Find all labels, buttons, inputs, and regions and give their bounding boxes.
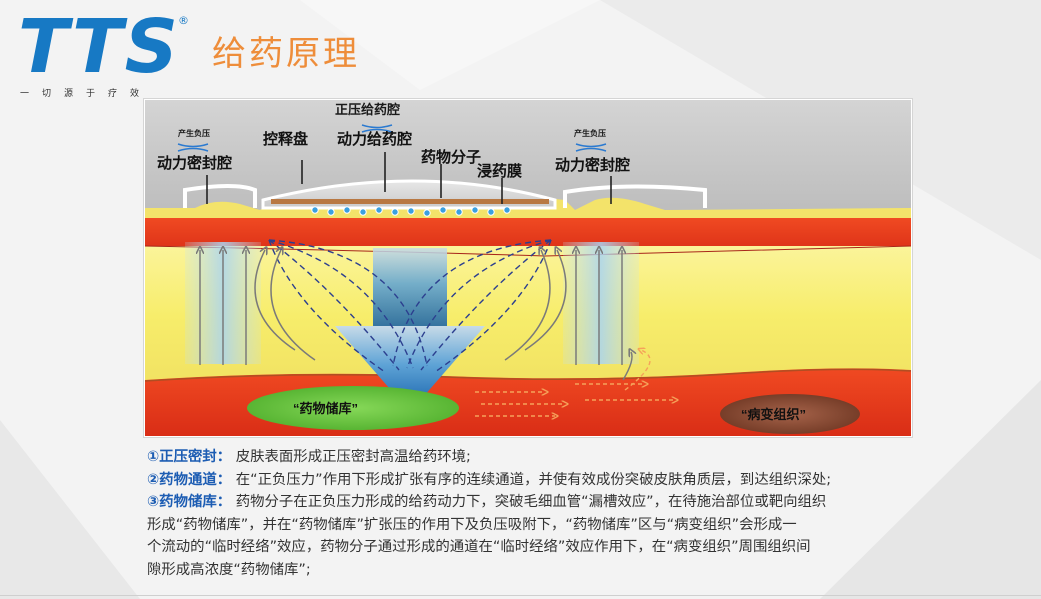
- bottom-rule: [0, 595, 1041, 596]
- label-drug-molecule: 药物分子: [421, 148, 481, 166]
- stratum-line-lower: [145, 368, 911, 382]
- description-item: ③药物储库： 药物分子在正负压力形成的给药动力下，突破毛细血管“漏槽效应”，在待…: [147, 494, 827, 510]
- description-block: ①正压密封： 皮肤表面形成正压密封高温给药环境; ②药物通道： 在“正负压力”作…: [147, 446, 937, 581]
- label-right-pressure: 产生负压: [574, 128, 606, 138]
- label-drug-membrane: 浸药膜: [477, 162, 522, 180]
- central-arrow-head: [335, 326, 485, 412]
- central-arrow-shaft: [373, 248, 447, 326]
- description-continuation: 个流动的“临时经络”效应，药物分子通过形成的通道在“临时经络”效应作用下，在“病…: [147, 539, 811, 555]
- dashed-diffusion-paths: [268, 239, 552, 373]
- description-continuation: 隙形成高浓度“药物储库”;: [147, 561, 311, 578]
- description-text: 在“正负压力”作用下形成扩张有序的连续通道，并使有效成份突破皮肤角质层，到达组织…: [235, 471, 832, 488]
- flow-arrows: [475, 350, 675, 416]
- pressure-arcs: [177, 124, 607, 152]
- control-disc-bar: [271, 199, 549, 204]
- yellow-tissue: [145, 246, 911, 386]
- description-continuation: 形成“药物储库”，并在“药物储库”扩张压的作用下及负压吸附下，“药物储库”区与“…: [147, 516, 797, 533]
- description-key: ③药物储库: [147, 494, 217, 510]
- logo-slogan: 一切源于疗效: [20, 89, 153, 99]
- stratum-line-upper: [145, 245, 911, 257]
- label-lesion: “病变组织”: [741, 407, 806, 422]
- description-text: 药物分子在正负压力形成的给药动力下，突破毛细血管“漏槽效应”，在待施治部位或靶向…: [235, 494, 827, 510]
- label-left-pressure: 产生负压: [178, 128, 210, 138]
- label-top-center: 正压给药腔: [335, 102, 400, 117]
- logo-text: TTS: [18, 4, 180, 90]
- page-title: 给药原理: [212, 34, 360, 74]
- description-key: ①正压密封: [147, 449, 217, 465]
- description-item: ①正压密封： 皮肤表面形成正压密封高温给药环境;: [147, 449, 471, 465]
- description-key: ②药物通道: [147, 471, 217, 488]
- label-right-chamber: 动力密封腔: [555, 156, 630, 174]
- drug-delivery-diagram: 正压给药腔 产生负压 动力密封腔 控释盘 动力给药腔 药物分子 浸药膜 产生负压…: [145, 100, 911, 436]
- label-power-chamber: 动力给药腔: [337, 130, 412, 148]
- left-suction-arrows: [200, 250, 316, 365]
- right-channel-column: [563, 242, 639, 364]
- label-control-disc: 控释盘: [263, 130, 308, 148]
- label-reservoir: “药物储库”: [293, 401, 358, 416]
- right-seal-housing: [563, 184, 707, 208]
- left-seal-housing: [183, 184, 257, 208]
- description-item: ②药物通道： 在“正负压力”作用下形成扩张有序的连续通道，并使有效成份突破皮肤角…: [147, 471, 832, 488]
- label-left-chamber: 动力密封腔: [157, 154, 232, 172]
- drug-molecules: [311, 206, 511, 217]
- logo-registered-mark: ®: [178, 14, 189, 27]
- right-suction-arrows: [504, 250, 632, 381]
- lesion-shape: [720, 394, 860, 434]
- brand-logo: TTS ® 一切源于疗效: [18, 10, 198, 100]
- pointer-lines: [206, 152, 612, 204]
- drug-reservoir-shape: [247, 386, 459, 430]
- description-text: 皮肤表面形成正压密封高温给药环境;: [235, 449, 471, 465]
